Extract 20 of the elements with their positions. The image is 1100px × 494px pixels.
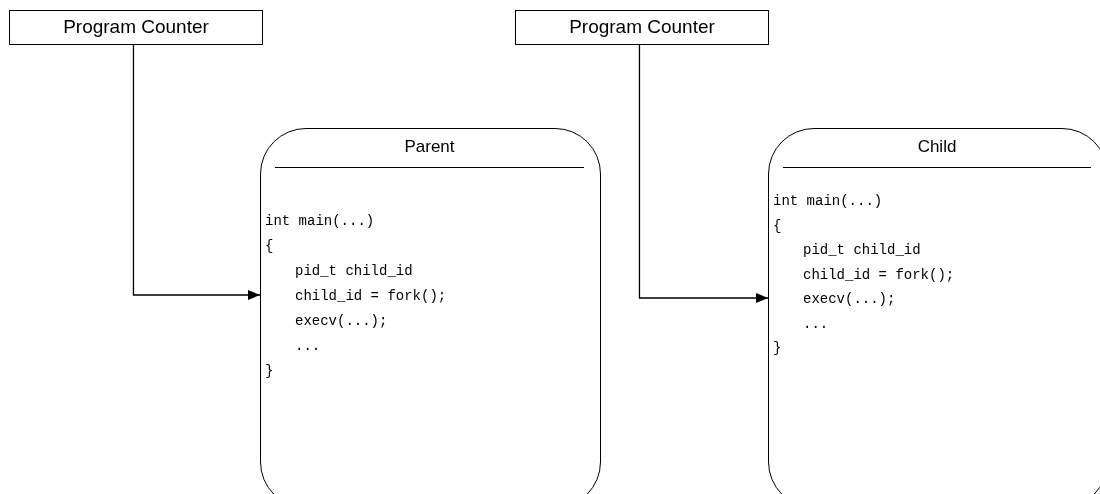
arrow [638,44,769,303]
code-line: child_id = fork(); [802,265,955,285]
code-line: execv(...); [294,312,388,331]
box-title: Child [916,136,958,158]
code-line: pid_t child_id [294,262,413,281]
code-line: pid_t child_id [802,241,921,260]
code-line: execv(...); [802,290,896,309]
code-line: } [773,339,782,358]
arrow [132,44,261,300]
box-title: Parent [403,136,456,158]
code-line: ... [294,337,321,356]
label-box: Program Counter [9,10,263,45]
code-line: { [265,237,274,256]
code-line: } [265,362,274,381]
code-line: int main(...) [265,212,375,231]
label-box: Program Counter [515,10,769,45]
code-line: ... [802,314,829,334]
code-line: { [773,216,782,236]
code-line: child_id = fork(); [294,287,447,306]
code-line: int main(...) [773,192,883,211]
